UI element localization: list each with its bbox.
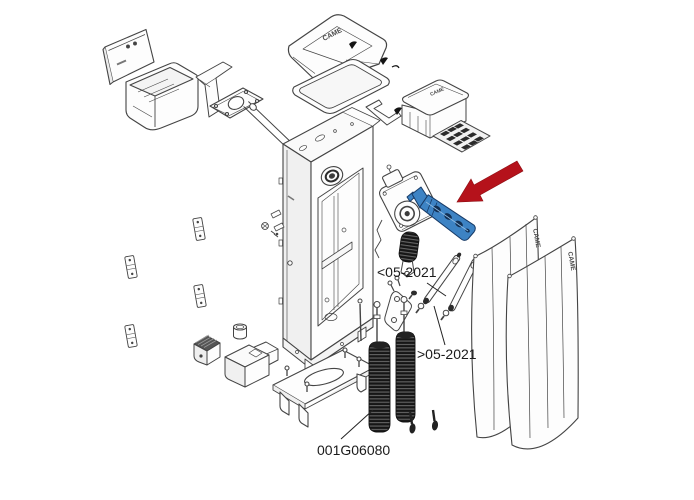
leader-lines: [340, 282, 447, 440]
gearmotor: [374, 164, 439, 278]
circuit-board: [432, 120, 491, 153]
leader-variant-new: [433, 305, 446, 346]
label-variant-new: >05-2021: [417, 346, 477, 362]
brand-logo-door-rear: CAME: [531, 228, 541, 249]
control-box-cover: [401, 79, 470, 116]
brand-logo-control-cover: CAME: [429, 86, 445, 98]
door-panel-curved-front: [505, 236, 579, 450]
clip-arrow-icon: [349, 41, 357, 49]
plate-screws: [284, 347, 362, 392]
leader-variant-old: [426, 282, 447, 297]
door-panel-flat: [102, 28, 155, 86]
balance-spring-2: [395, 331, 416, 423]
balance-spring-rods: [357, 296, 408, 343]
leader-part-code: [340, 409, 374, 440]
balance-spring-1: [368, 341, 391, 433]
brand-logo-door-front: CAME: [566, 251, 576, 272]
clip-arrow-icon: [394, 107, 402, 115]
hood-cover: [125, 62, 199, 131]
cabinet-body: [261, 107, 381, 378]
anchor-base-plate: [272, 347, 376, 428]
ground-pins: [408, 409, 439, 434]
lid-gasket: [292, 58, 390, 115]
ball-stud: [408, 290, 417, 300]
release-lock: [193, 334, 221, 366]
angle-bracket-rail: [195, 61, 233, 118]
bearing-hub: [320, 166, 344, 186]
highlight-arrow-icon: [456, 160, 524, 203]
lock-cylinder: [233, 323, 247, 340]
clip-arrow-icon: [380, 57, 388, 65]
clamp-bracket: [365, 99, 402, 126]
label-part-code: 001G06080: [317, 442, 390, 458]
spring-bracket: [384, 275, 412, 332]
accessory-box: [224, 344, 270, 388]
shaft-mount-plate: [209, 87, 264, 119]
boom-flange-highlighted-part: [406, 186, 476, 241]
gear-spring-pack: [398, 231, 420, 263]
anchor-stirrups: [279, 373, 367, 428]
tie-rod-old: [415, 252, 462, 314]
label-variant-old: <05-2021: [377, 264, 437, 280]
hinge-clips: [124, 217, 207, 348]
